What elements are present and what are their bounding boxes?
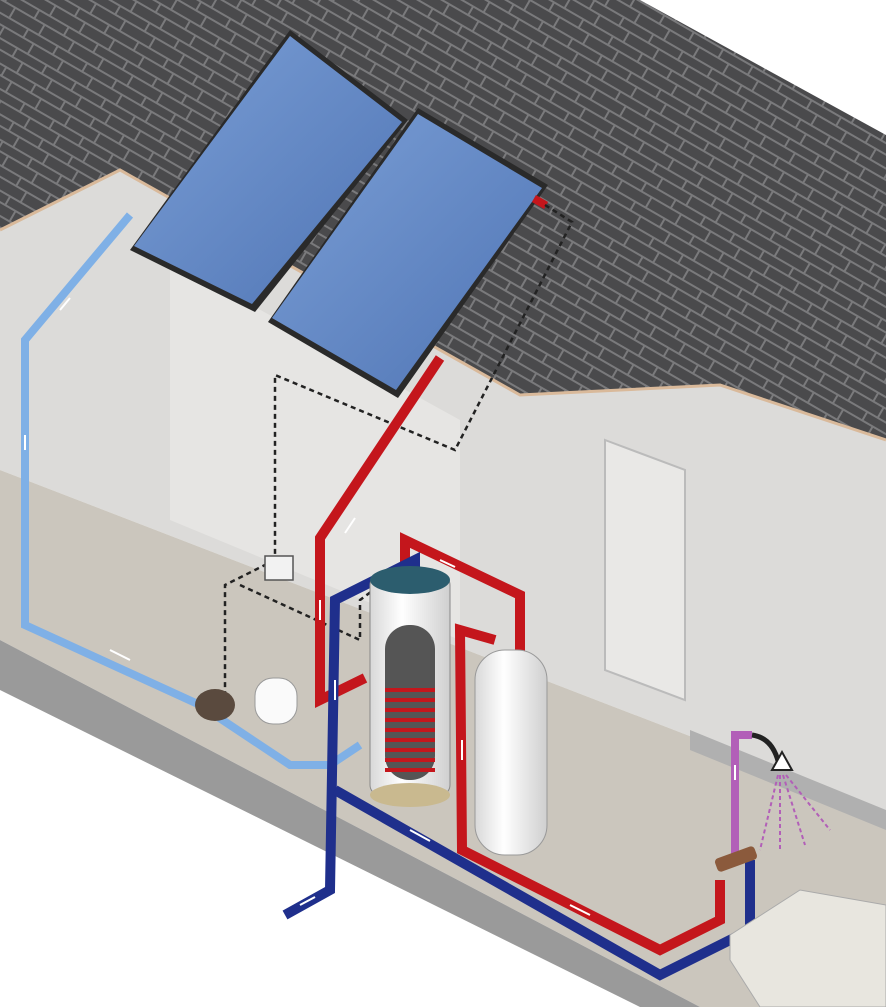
pump-icon — [195, 689, 235, 721]
interior-wall — [170, 260, 460, 640]
shower-pipe — [731, 731, 752, 860]
panel-sensor-icon — [531, 195, 549, 209]
roof-edge — [0, 168, 886, 442]
return-pipe — [21, 212, 330, 769]
expansion-vessel — [254, 677, 298, 725]
controller-box — [264, 555, 294, 581]
solar-panel-left — [130, 30, 408, 312]
hot-supply-pipe — [454, 623, 725, 956]
bathtub — [729, 889, 886, 1007]
flow-arrows — [24, 297, 736, 916]
storage-tank — [369, 566, 451, 807]
control-wires — [223, 203, 574, 700]
mixing-valve — [714, 846, 758, 872]
floor-slab — [0, 640, 700, 1007]
cold-to-shower-pipe — [332, 785, 755, 981]
water-spray — [759, 774, 831, 851]
door — [604, 438, 686, 702]
backup-heater — [474, 649, 548, 856]
solar-panel-right — [268, 108, 548, 398]
